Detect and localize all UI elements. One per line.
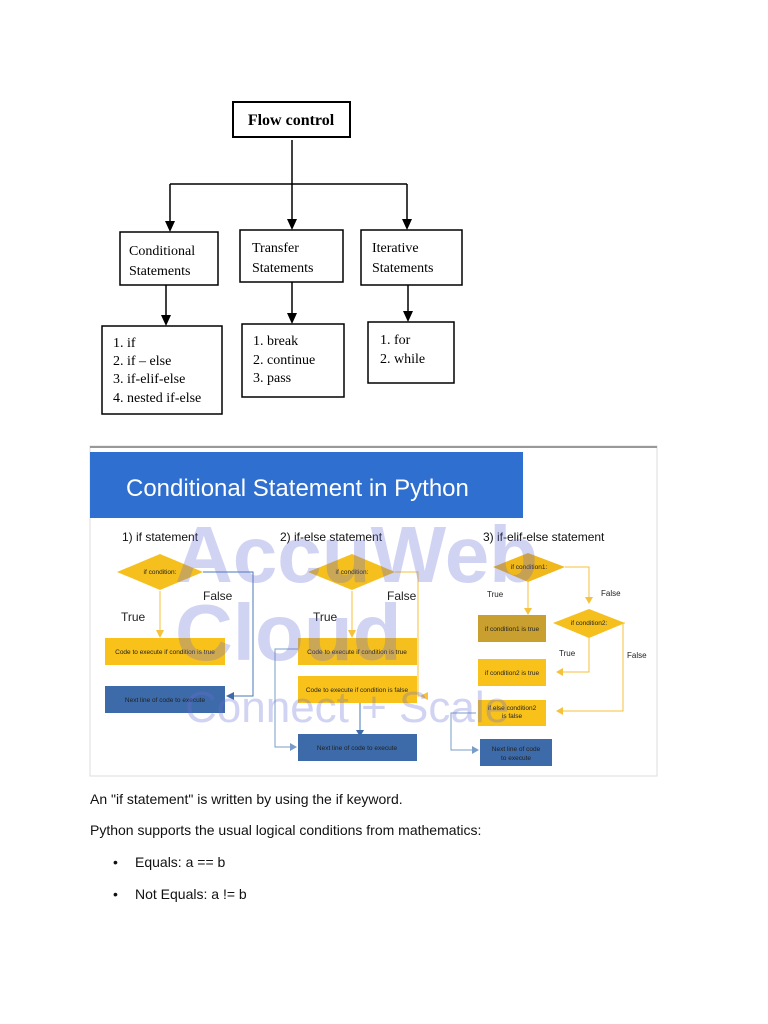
list-item: 3. pass bbox=[253, 371, 291, 386]
true-label: True bbox=[121, 610, 146, 624]
python-conditional-image: Conditional Statement in Python 1) if st… bbox=[89, 445, 658, 777]
next-line-box bbox=[105, 686, 225, 713]
true-label: True bbox=[559, 649, 576, 658]
box-label: if condition2 is true bbox=[485, 670, 540, 677]
banner-title: Conditional Statement in Python bbox=[126, 475, 469, 502]
arrowheads bbox=[161, 219, 413, 326]
box-label: to execute bbox=[501, 755, 531, 762]
next-line-box bbox=[480, 739, 552, 766]
condition-label: if condition2: bbox=[571, 620, 608, 627]
condition-label: if condition: bbox=[336, 569, 369, 576]
box-label: Next line of code to execute bbox=[317, 745, 398, 752]
process-box bbox=[298, 676, 417, 703]
section-title: 2) if-else statement bbox=[280, 530, 383, 544]
process-box bbox=[478, 615, 546, 642]
list-item: 2. if – else bbox=[113, 354, 171, 369]
decision-diamond bbox=[553, 609, 625, 638]
box-label: Next line of code bbox=[492, 746, 541, 753]
category-label: Transfer bbox=[252, 241, 299, 256]
section-title: 3) if-elif-else statement bbox=[483, 530, 605, 544]
list-item: 1. break bbox=[253, 334, 298, 349]
decision-diamond bbox=[117, 554, 203, 590]
conditional-list-box bbox=[101, 325, 223, 415]
false-label: False bbox=[601, 589, 621, 598]
box-label: if condition1 is true bbox=[485, 626, 540, 633]
category-label: Statements bbox=[372, 261, 433, 276]
watermark-line: Cloud bbox=[175, 588, 402, 677]
watermark: AccuWeb Cloud Connect + Scale bbox=[175, 510, 538, 732]
box-label: Code to execute if condition is true bbox=[115, 649, 215, 656]
false-label: False bbox=[203, 589, 233, 603]
box-label: if else condition2 bbox=[488, 705, 537, 712]
transfer-list-box bbox=[241, 323, 345, 398]
true-label: True bbox=[313, 610, 338, 624]
process-box bbox=[105, 638, 225, 665]
process-box bbox=[478, 659, 546, 686]
iterative-box bbox=[360, 229, 463, 286]
process-box bbox=[478, 700, 546, 726]
bullet-text: Not Equals: a != b bbox=[135, 886, 247, 902]
bullet-text: Equals: a == b bbox=[135, 854, 226, 870]
list-item: 2. while bbox=[380, 352, 425, 367]
iterative-list-box bbox=[367, 321, 455, 384]
box-label: Code to execute if condition is true bbox=[307, 649, 407, 656]
box-label: is false bbox=[502, 713, 523, 720]
root-label: Flow control bbox=[248, 112, 335, 129]
next-line-box bbox=[298, 734, 417, 761]
conditional-box bbox=[119, 231, 219, 286]
decision-diamond bbox=[308, 554, 395, 590]
section-title: 1) if statement bbox=[122, 530, 199, 544]
list-item: 1. for bbox=[380, 333, 411, 348]
title-banner bbox=[90, 452, 523, 518]
watermark-line: AccuWeb bbox=[175, 510, 538, 599]
condition-label: if condition1: bbox=[511, 564, 548, 571]
process-box bbox=[298, 638, 417, 665]
watermark-line: Connect + Scale bbox=[185, 683, 509, 732]
false-label: False bbox=[627, 651, 647, 660]
list-item: 1. if bbox=[113, 336, 136, 351]
category-label: Iterative bbox=[372, 241, 419, 256]
list-item: 3. if-elif-else bbox=[113, 372, 185, 387]
paragraph: An "if statement" is written by using th… bbox=[90, 791, 403, 807]
condition-label: if condition: bbox=[144, 569, 177, 576]
box-label: Code to execute if condition is false bbox=[306, 687, 409, 694]
category-label: Statements bbox=[129, 264, 190, 279]
list-item: 4. nested if-else bbox=[113, 391, 201, 406]
category-label: Conditional bbox=[129, 244, 195, 259]
true-label: True bbox=[487, 590, 504, 599]
bullet-icon: • bbox=[113, 854, 118, 870]
bullet-icon: • bbox=[113, 886, 118, 902]
list-item: 2. continue bbox=[253, 353, 315, 368]
decision-diamond bbox=[493, 553, 565, 582]
box-label: Next line of code to execute bbox=[125, 697, 206, 704]
false-label: False bbox=[387, 589, 417, 603]
flow-control-diagram bbox=[101, 101, 463, 415]
flow-arrowheads bbox=[156, 597, 593, 754]
root-box bbox=[232, 101, 351, 138]
category-label: Statements bbox=[252, 261, 313, 276]
paragraph: Python supports the usual logical condit… bbox=[90, 822, 482, 838]
